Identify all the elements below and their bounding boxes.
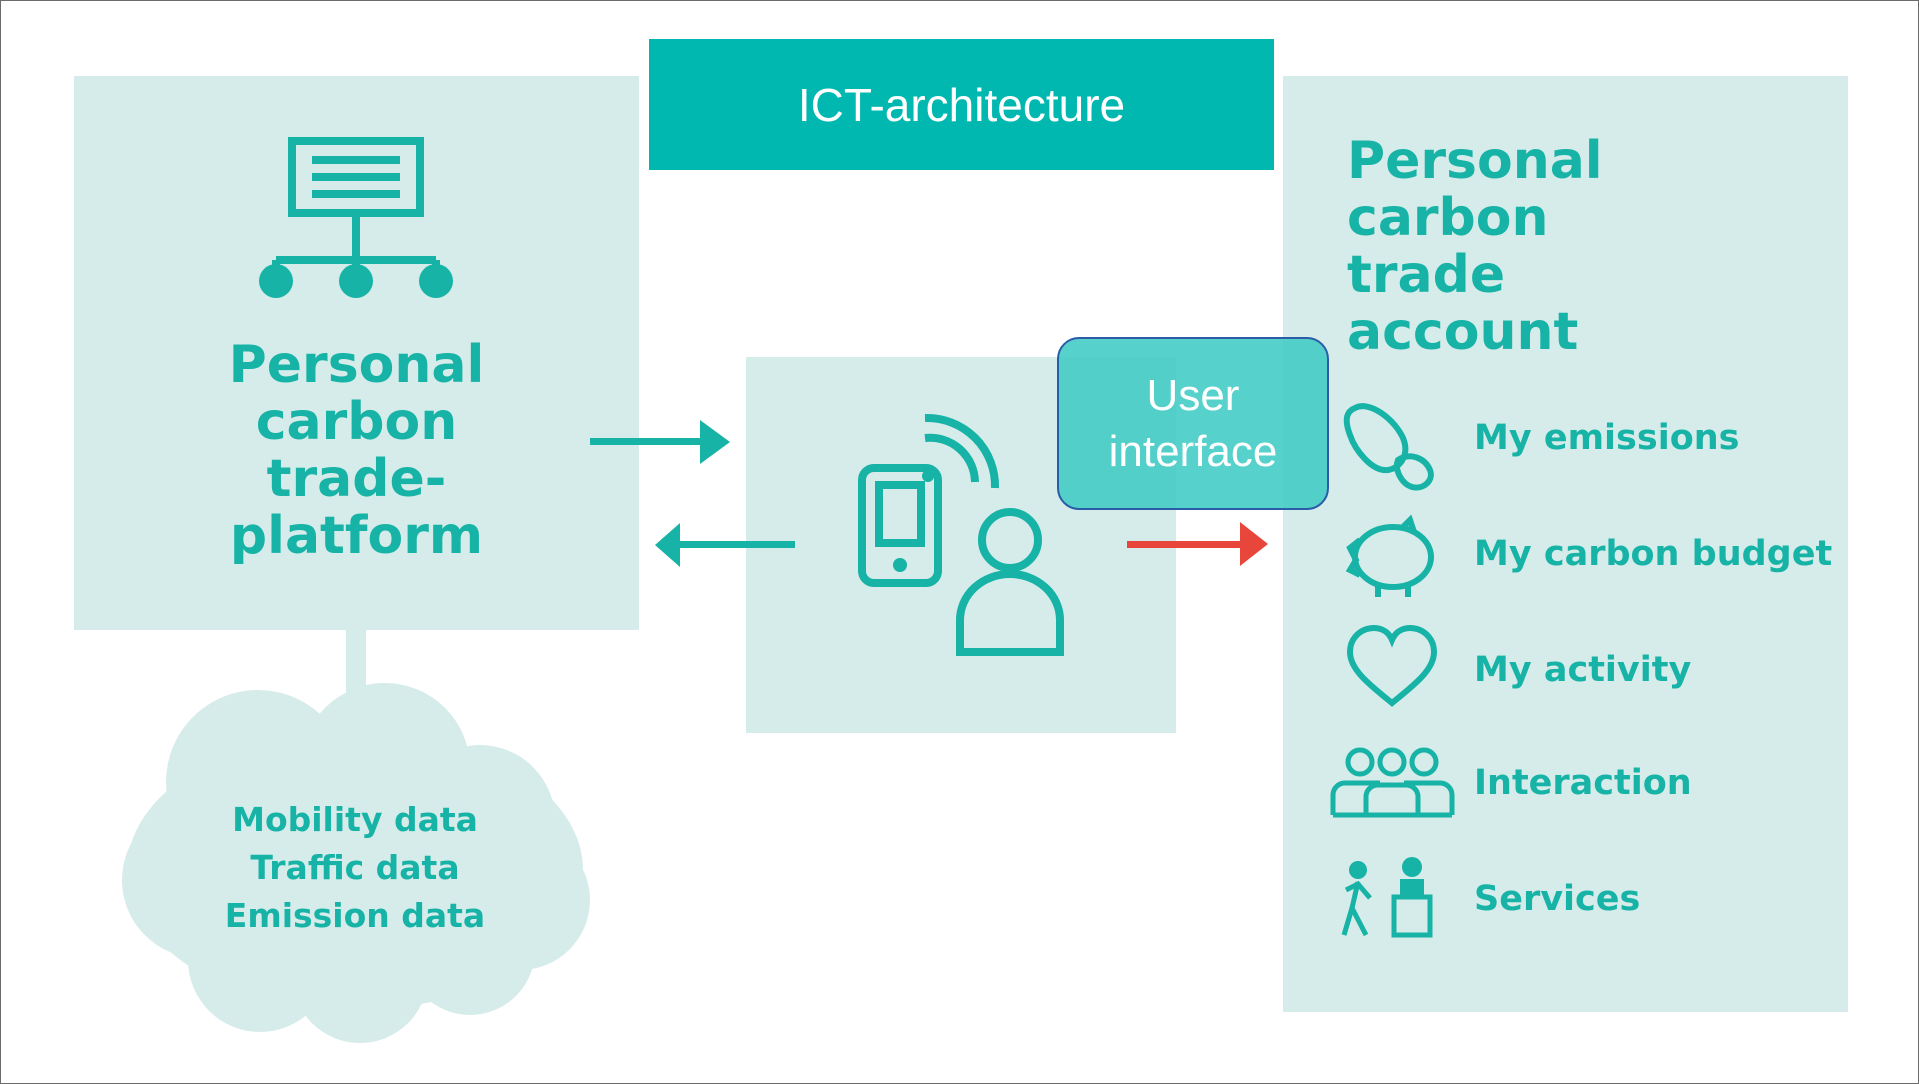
arrow-left [655,523,795,567]
platform-panel [74,76,639,630]
phone-user-icon [858,413,1064,656]
diagram-title-text: ICT-architecture [797,78,1126,131]
cloud-shape [122,683,590,1043]
footprint-icon [1343,403,1434,491]
services-icon [1349,857,1424,897]
account-title-line: trade [1347,245,1506,305]
account-item-my-emissions: My emissions [1474,418,1740,458]
signal-dot [922,470,934,482]
piggy-bank-icon [1345,514,1434,597]
platform-title-line: platform [229,506,484,566]
account-title-line: carbon [1347,188,1549,248]
account-item-interaction: Interaction [1474,763,1692,803]
network-icon-nodes [259,264,453,298]
services-icon-lines [1341,880,1433,938]
platform-title-line: carbon [255,392,458,452]
account-title-line: Personal [1347,131,1603,191]
cloud-data-item: Traffic data [250,848,460,887]
network-icon [272,137,440,280]
diagram-title: ICT-architecture [649,39,1274,170]
cloud-data-item: Emission data [224,896,486,935]
cloud-data-list: Mobility data Traffic data Emission data [180,796,530,940]
group-icon [1330,747,1455,818]
account-panel [1283,76,1848,1012]
heart-icon [1346,624,1438,707]
arrow-right [590,420,730,464]
platform-title-line: Personal [228,335,485,395]
user-interface-line: User [1146,370,1240,420]
platform-title: Personal carbon trade- platform [74,337,639,565]
arrow-red [1127,522,1268,566]
phone-button [893,558,907,572]
account-title: Personal carbon trade account [1347,133,1747,361]
user-interface-box: User interface [1057,337,1329,510]
account-item-services: Services [1474,879,1641,919]
account-title-line: account [1347,302,1579,362]
cloud-data-item: Mobility data [232,800,478,839]
platform-title-line: trade- [266,449,447,509]
user-interface-line: interface [1108,426,1278,476]
account-item-my-carbon-budget: My carbon budget [1474,534,1833,574]
account-item-my-activity: My activity [1474,650,1692,690]
